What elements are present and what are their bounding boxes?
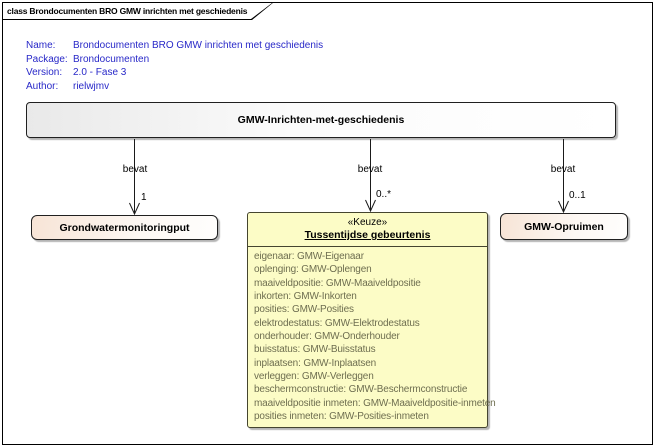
attribute-row: inplaatsen: GMW-Inplaatsen	[254, 357, 377, 369]
diagram-frame-tab: class Brondocumenten BRO GMW inrichten m…	[2, 2, 274, 20]
attribute-row: oplenging: GMW-Oplengen	[254, 264, 372, 276]
metadata-value: Brondocumenten	[73, 53, 150, 65]
metadata-row-author: Author: rielwjmv	[26, 80, 323, 94]
metadata-row-version: Version: 2.0 - Fase 3	[26, 66, 323, 80]
attribute-row: beschermconstructie: GMW-Beschermconstru…	[254, 384, 468, 396]
attribute-compartment-divider	[248, 246, 487, 247]
metadata-row-package: Package: Brondocumenten	[26, 53, 323, 67]
attribute-row: eigenaar: GMW-Eigenaar	[254, 251, 364, 262]
attribute-row: posities: GMW-Posities	[254, 304, 354, 316]
attribute-compartment: eigenaar: GMW-Eigenaar oplenging: GMW-Op…	[248, 247, 496, 423]
diagram-frame-tab-inner: class Brondocumenten BRO GMW inrichten m…	[3, 3, 272, 19]
attribute-row: onderhouder: GMW-Onderhouder	[254, 331, 400, 343]
attribute-row: posities inmeten: GMW-Posities-inmeten	[254, 411, 429, 423]
attribute-row: maaiveldpositie: GMW-Maaiveldpositie	[254, 277, 421, 289]
metadata-label: Author:	[26, 80, 59, 92]
metadata-label: Version:	[26, 67, 63, 78]
class-name: GMW-Opruimen	[524, 220, 604, 233]
connector-multiplicity: 0..1	[569, 190, 586, 201]
attribute-row: buisstatus: GMW-Buisstatus	[254, 344, 376, 356]
connector-multiplicity: 0..*	[376, 189, 392, 200]
class-name: Grondwatermonitoringput	[59, 221, 190, 234]
diagram-frame-border	[2, 2, 653, 445]
diagram-metadata: Name: Brondocumenten BRO GMW inrichten m…	[26, 39, 323, 93]
metadata-label: Name:	[26, 40, 56, 51]
metadata-value: 2.0 - Fase 3	[73, 67, 127, 78]
class-name: GMW-Inrichten-met-geschiedenis	[237, 114, 405, 126]
class-box-grondwatermonitoringput[interactable]: Grondwatermonitoringput	[31, 215, 218, 240]
attribute-row: maaiveldpositie inmeten: GMW-Maaiveldpos…	[254, 397, 496, 409]
stereotype-keuze: «Keuze»	[347, 217, 388, 228]
attribute-row: inkorten: GMW-Inkorten	[254, 291, 357, 303]
class-name: Tussentijdse gebeurtenis	[304, 229, 431, 241]
metadata-label: Package:	[26, 53, 68, 65]
diagram-title: class Brondocumenten BRO GMW inrichten m…	[7, 6, 248, 16]
attribute-row: elektrodestatus: GMW-Elektrodestatus	[254, 317, 420, 329]
connector-multiplicity: 1	[141, 192, 147, 203]
metadata-value: Brondocumenten BRO GMW inrichten met ges…	[73, 40, 324, 51]
metadata-value: rielwjmv	[73, 80, 110, 92]
class-box-gmw-inrichten-met-geschiedenis[interactable]: GMW-Inrichten-met-geschiedenis	[26, 102, 616, 138]
metadata-row-name: Name: Brondocumenten BRO GMW inrichten m…	[26, 39, 323, 53]
connector-label-bevat: bevat	[357, 164, 383, 175]
choice-header: «Keuze» Tussentijdse gebeurtenis	[248, 213, 487, 241]
class-box-tussentijdse-gebeurtenis[interactable]: «Keuze» Tussentijdse gebeurtenis eigenaa…	[247, 212, 496, 428]
attribute-row: verleggen: GMW-Verleggen	[254, 371, 374, 383]
connector-label-bevat: bevat	[550, 164, 576, 175]
class-box-gmw-opruimen[interactable]: GMW-Opruimen	[500, 213, 628, 240]
connector-label-bevat: bevat	[122, 164, 148, 175]
